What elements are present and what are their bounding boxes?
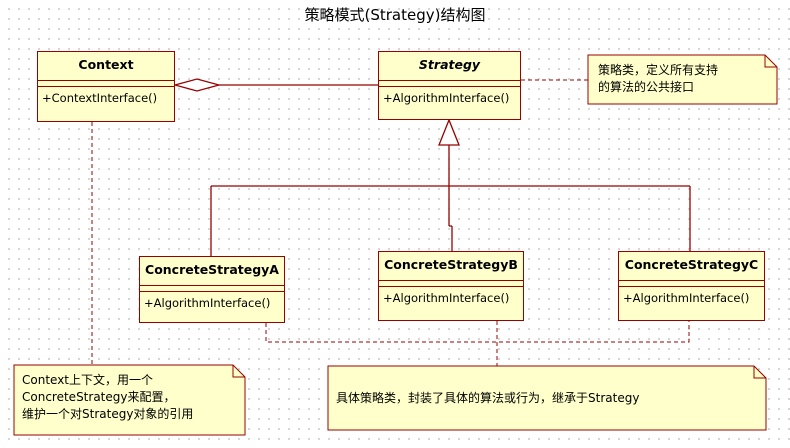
strategy-note-shape [587,54,778,105]
strategy-note-line: 策略类，定义所有支持 [598,63,719,77]
context-operation: +ContextInterface() [42,91,158,105]
concrete-strategy-a-name: ConcreteStrategyA [140,257,284,286]
context-note-shape [13,364,246,436]
concrete-strategy-b-class[interactable]: ConcreteStrategyB +AlgorithmInterface() [378,251,524,321]
concrete-strategy-a-attributes [140,286,284,292]
concrete-strategy-c-class[interactable]: ConcreteStrategyC +AlgorithmInterface() [618,251,765,321]
concrete-strategy-b-attributes [379,281,523,287]
diagram-title: 策略模式(Strategy)结构图 [304,6,486,24]
inheritance-triangle [438,118,460,146]
context-class[interactable]: Context +ContextInterface() [37,51,175,122]
context-note-line: 维护一个对Strategy对象的引用 [22,407,194,421]
strategy-attributes [379,81,520,87]
strategy-note: 策略类，定义所有支持 的算法的公共接口 [588,55,777,104]
concrete-strategy-c-attributes [619,281,764,287]
concrete-strategy-note: 具体策略类，封装了具体的算法或行为，继承于Strategy [328,366,766,430]
concrete-note-shape [327,365,767,431]
strategy-note-line: 的算法的公共接口 [598,80,695,94]
aggregation-diamond [172,78,222,92]
strategy-class[interactable]: Strategy +AlgorithmInterface() [378,51,521,120]
context-note: Context上下文，用一个 ConcreteStrategy来配置， 维护一个… [14,365,245,435]
context-class-name: Context [38,52,174,81]
context-note-fold [232,365,245,378]
context-note-line: Context上下文，用一个 [22,373,154,387]
context-attributes [38,81,174,87]
concrete-strategy-c-name: ConcreteStrategyC [619,252,764,281]
concrete-note-fold [753,366,766,379]
strategy-class-name: Strategy [379,52,520,81]
concrete-strategy-b-name: ConcreteStrategyB [379,252,523,281]
concrete-strategy-note-line: 具体策略类，封装了具体的算法或行为，继承于Strategy [336,391,640,405]
concrete-strategy-a-class[interactable]: ConcreteStrategyA +AlgorithmInterface() [139,256,285,323]
context-note-line: ConcreteStrategy来配置， [22,390,176,404]
concrete-strategy-c-operation: +AlgorithmInterface() [623,291,750,305]
concrete-note-anchor [265,321,690,343]
strategy-operation: +AlgorithmInterface() [383,91,510,105]
strategy-note-fold [764,55,777,68]
concrete-strategy-a-operation: +AlgorithmInterface() [144,296,271,310]
concrete-strategy-b-operation: +AlgorithmInterface() [383,291,510,305]
